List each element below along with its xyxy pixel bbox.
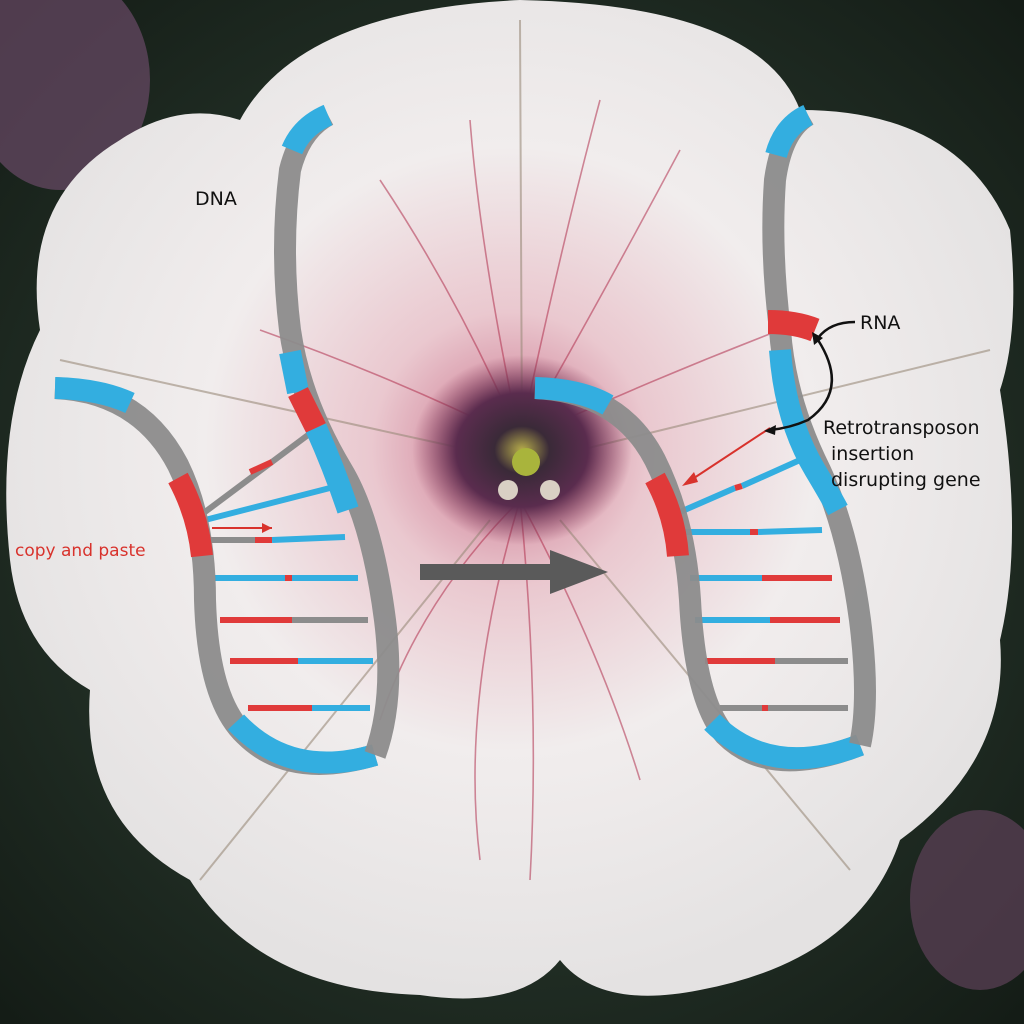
side-bud xyxy=(0,0,150,190)
dna-hairpin-right xyxy=(534,105,876,772)
dna-label: DNA xyxy=(195,188,237,210)
retro-line-2: insertion xyxy=(831,443,915,465)
dna-hairpin-left xyxy=(54,104,400,775)
rna-label: RNA xyxy=(860,312,901,334)
retro-line-1: Retrotransposon xyxy=(823,417,980,439)
petals xyxy=(6,0,1014,999)
transition-arrow xyxy=(420,550,608,594)
retro-line-3: disrupting gene xyxy=(831,469,981,491)
retrotransposon-label: Retrotransposon insertion disrupting gen… xyxy=(823,415,981,493)
rna-segment xyxy=(767,310,820,342)
copy-paste-label: copy and paste xyxy=(15,541,146,561)
side-bud xyxy=(910,810,1024,990)
